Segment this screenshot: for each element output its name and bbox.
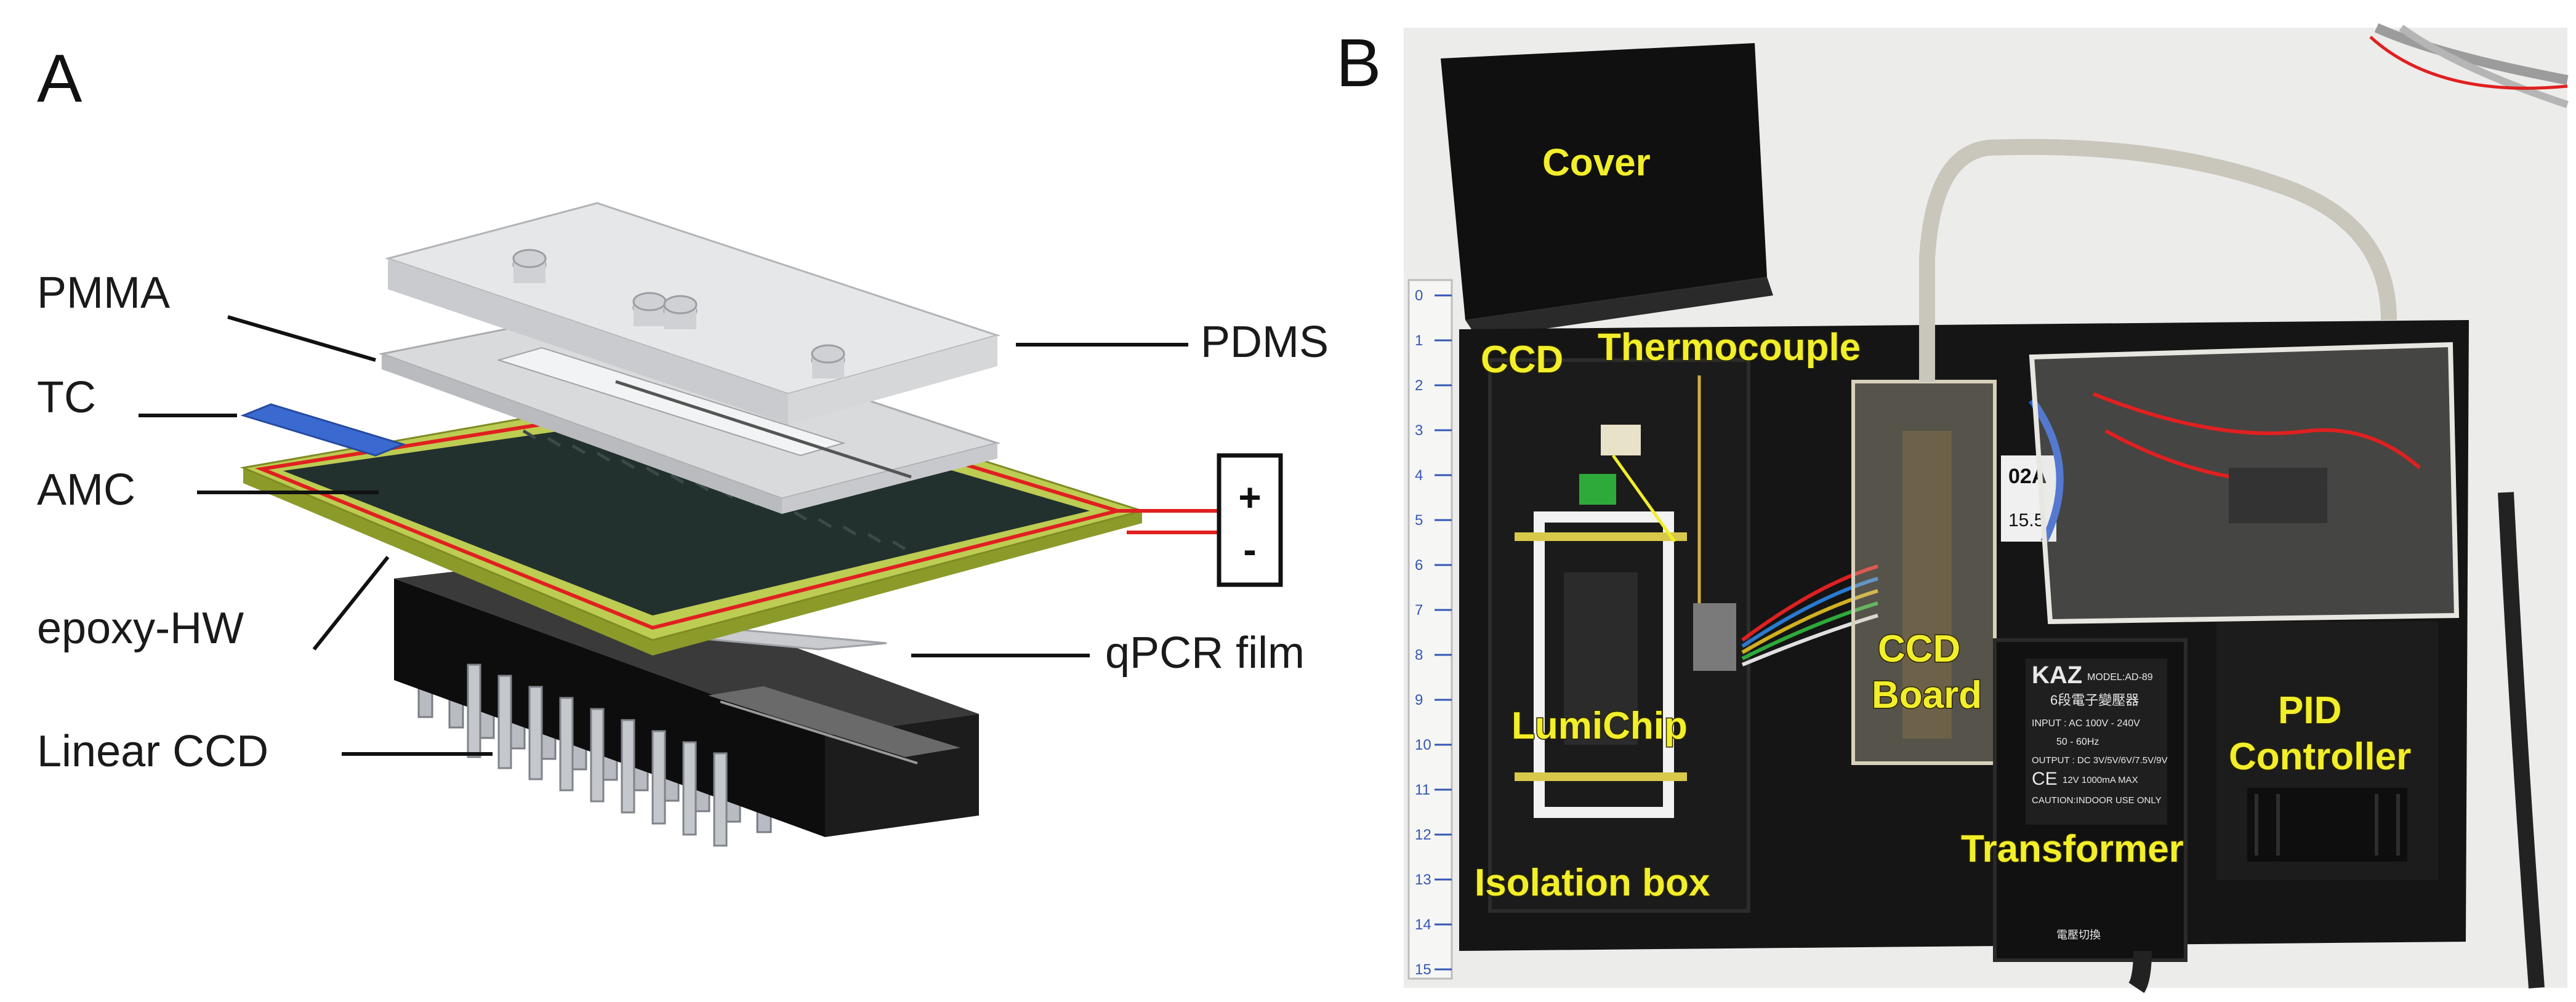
panel-b: B Cover xyxy=(1336,23,2569,993)
label-thermocouple: Thermocouple xyxy=(1598,326,1861,369)
transformer-current: 12V 1000mA MAX xyxy=(2063,775,2138,785)
power-terminal: + - xyxy=(1217,453,1283,587)
label-amc: AMC xyxy=(37,465,135,515)
label-lumichip: LumiChip xyxy=(1511,705,1688,747)
signal-wires xyxy=(1741,564,1878,667)
ruler-num-11: 11 xyxy=(1415,782,1430,798)
pdms-layer xyxy=(384,202,1001,425)
transformer-freq: 50 - 60Hz xyxy=(2056,737,2099,747)
ruler-num-13: 13 xyxy=(1415,872,1431,888)
ruler-num-7: 7 xyxy=(1415,602,1423,619)
transformer-model: MODEL:AD-89 xyxy=(2087,672,2153,683)
label-ccd-board-line2: Board xyxy=(1872,674,1982,716)
leader-lines xyxy=(139,315,1188,756)
ruler-num-1: 1 xyxy=(1415,332,1423,349)
ruler: 0 1 2 3 4 5 6 7 8 9 10 11 12 13 14 15 xyxy=(1407,279,1453,980)
transformer-input: INPUT : AC 100V - 240V xyxy=(2032,718,2140,729)
ruler-num-14: 14 xyxy=(1415,916,1431,933)
transformer-brand: KAZ xyxy=(2032,662,2082,689)
transformer-ce: CE xyxy=(2032,769,2058,789)
transformer: KAZ MODEL:AD-89 6段電子變壓器 INPUT : AC 100V … xyxy=(1993,638,2188,962)
label-ccd-board-line1: CCD xyxy=(1878,628,1960,670)
label-cover: Cover xyxy=(1542,142,1651,184)
ruler-num-4: 4 xyxy=(1415,467,1423,484)
transformer-bottom: 電壓切換 xyxy=(2056,929,2101,941)
isolation-box xyxy=(1488,358,1750,913)
label-isolation-box: Isolation box xyxy=(1475,862,1710,904)
transformer-output: OUTPUT : DC 3V/5V/6V/7.5V/9V xyxy=(2032,755,2168,766)
label-ccd: CCD xyxy=(1481,339,1563,381)
ruler-num-0: 0 xyxy=(1415,287,1423,304)
pdms-ports xyxy=(512,249,845,379)
ruler-num-8: 8 xyxy=(1415,647,1423,663)
ruler-num-10: 10 xyxy=(1415,737,1431,753)
ruler-num-15: 15 xyxy=(1415,961,1431,978)
terminal-minus: - xyxy=(1243,527,1256,572)
panel-letter-a: A xyxy=(37,41,83,116)
ruler-num-3: 3 xyxy=(1415,422,1423,439)
label-pmma: PMMA xyxy=(37,268,170,318)
ccd-board xyxy=(1851,138,2397,765)
ruler-num-2: 2 xyxy=(1415,377,1423,394)
pid-enclosure xyxy=(2029,342,2460,625)
cover: Cover xyxy=(1441,43,1773,339)
ruler-num-12: 12 xyxy=(1415,827,1431,843)
pid-controller xyxy=(2216,622,2438,880)
label-qpcr-film: qPCR film xyxy=(1105,628,1305,678)
terminal-plus: + xyxy=(1238,475,1261,519)
ruler-num-6: 6 xyxy=(1415,557,1423,574)
ruler-num-5: 5 xyxy=(1415,512,1423,529)
tc-strip xyxy=(240,403,406,457)
label-linear-ccd: Linear CCD xyxy=(37,727,268,776)
label-tc: TC xyxy=(37,373,96,422)
panel-letter-b: B xyxy=(1336,25,1381,101)
label-pdms: PDMS xyxy=(1201,318,1329,367)
transformer-cn: 6段電子變壓器 xyxy=(2050,692,2139,708)
ruler-num-9: 9 xyxy=(1415,692,1423,708)
label-epoxy-hw: epoxy-HW xyxy=(37,604,244,653)
label-pid-line2: Controller xyxy=(2229,735,2411,778)
label-pid-line1: PID xyxy=(2278,689,2341,732)
panel-a: A xyxy=(37,41,1329,847)
tag-line2: 15.5 xyxy=(2008,510,2044,531)
transformer-caution: CAUTION:INDOOR USE ONLY xyxy=(2032,795,2162,806)
label-transformer: Transformer xyxy=(1961,828,2184,870)
